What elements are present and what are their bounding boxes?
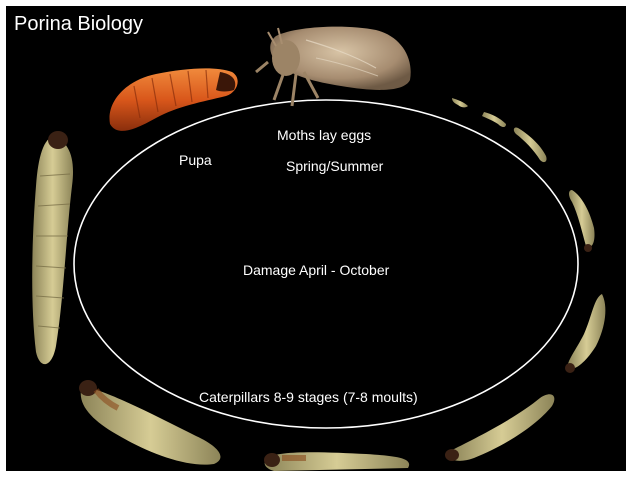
slide-title: Porina Biology xyxy=(14,12,143,36)
pupa-image xyxy=(109,68,237,131)
larva-image xyxy=(565,294,605,373)
season-label: Spring/Summer xyxy=(286,158,383,174)
larva-image xyxy=(514,127,547,162)
porina-lifecycle-slide: Porina Biology Pupa Moths lay eggs Sprin… xyxy=(6,6,626,471)
pupa-label: Pupa xyxy=(179,152,212,168)
larva-image xyxy=(452,98,468,107)
moths-lay-eggs-label: Moths lay eggs xyxy=(277,127,371,143)
larva-image xyxy=(482,112,506,127)
larva-image xyxy=(32,131,73,364)
larva-image xyxy=(264,452,409,471)
larva-image xyxy=(569,190,595,252)
moth-image xyxy=(256,27,411,106)
damage-label: Damage April - October xyxy=(243,262,389,278)
caterpillars-label: Caterpillars 8-9 stages (7-8 moults) xyxy=(199,389,418,405)
larva-image xyxy=(445,394,554,461)
